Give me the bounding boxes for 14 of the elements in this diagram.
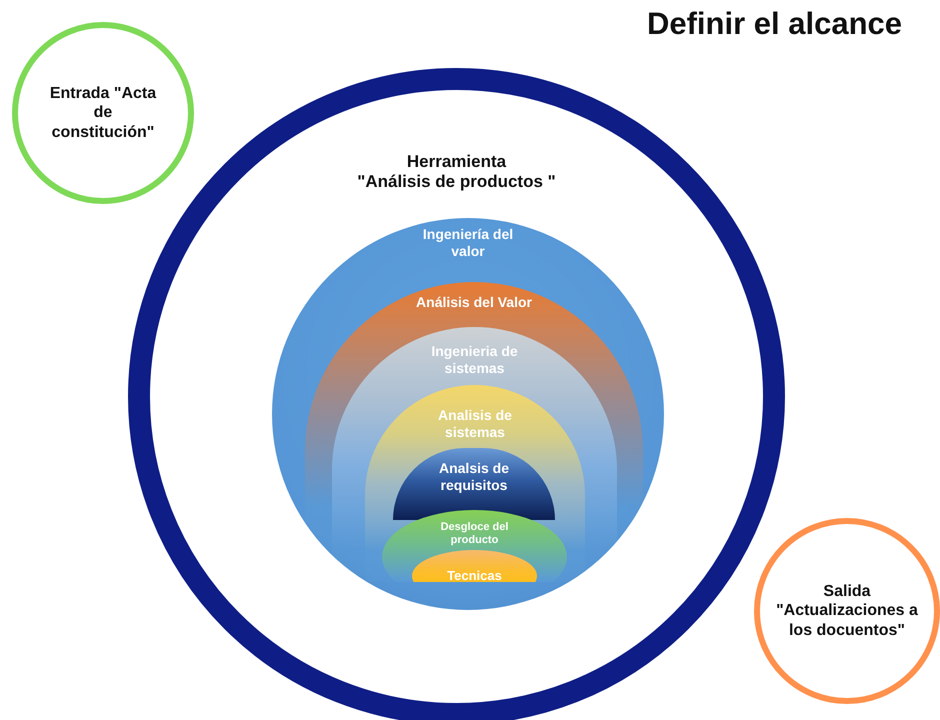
node-label: Analsis de requisitos xyxy=(438,460,510,494)
node-label: Tecnicas xyxy=(447,568,502,582)
node-heading: Herramienta xyxy=(406,152,506,172)
circle-node xyxy=(754,518,940,704)
node-label: Salida "Actualizaciones a los docuentos" xyxy=(775,582,919,640)
node-label: "Análisis de productos " xyxy=(357,172,556,193)
node-label: Ingenieria de sistemas xyxy=(430,343,519,377)
node-label: Desgloce del producto xyxy=(440,521,510,548)
circle-node xyxy=(12,22,194,204)
node-label: Entrada "Acta de constitución" xyxy=(48,84,158,142)
node-label: Ingeniería del valor xyxy=(422,226,514,260)
node-label: Análisis del Valor xyxy=(416,294,532,311)
node-label: Analisis de sistemas xyxy=(437,407,513,441)
diagram-title: Definir el alcance xyxy=(646,6,902,42)
